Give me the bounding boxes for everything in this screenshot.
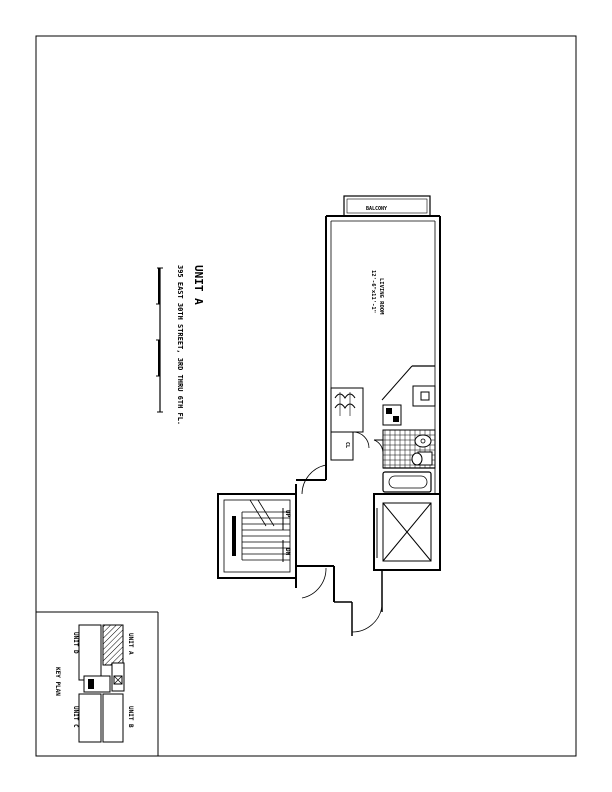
sheet-border [35,35,577,757]
key-plan-core [83,675,111,693]
balcony: BALCONY [343,195,431,217]
closet: CL [330,387,370,461]
key-plan-unit-d-label: UNIT D [72,632,79,654]
living-room-dimensions: 12'-6"x11'-1" [370,270,376,313]
closet-label: CL [344,442,350,448]
balcony-label: BALCONY [366,206,387,212]
title-block: UNIT A 395 EAST 30TH STREET, 3RD THRU 6T… [156,265,205,425]
key-plan-unit-a [102,624,124,666]
corridor [296,464,383,636]
key-plan: UNIT A UNIT B UNIT C UNIT D KEY PLAN [36,611,159,756]
key-plan-unit-b [102,693,124,743]
elevator [373,493,441,571]
unit-address: 395 EAST 30TH STREET, 3RD THRU 6TH FL. [176,265,184,425]
toilet [411,452,423,466]
living-room-label: LIVING ROOM [378,278,384,315]
unit-title: UNIT A [192,265,205,305]
key-plan-unit-a-label: UNIT A [127,633,134,655]
key-plan-unit-b-label: UNIT B [127,706,134,728]
key-plan-unit-c-label: UNIT C [72,706,79,728]
bathroom [373,429,436,493]
stair-up-label: UP [284,510,291,518]
stair-treads [241,499,290,561]
key-plan-unit-d [78,624,102,681]
stair: UP DN [217,484,297,588]
entry-door-swing [351,605,383,633]
key-plan-title: KEY PLAN [54,667,61,696]
stair-down-label: DN [284,548,291,556]
key-plan-unit-c [78,693,102,743]
living-room: LIVING ROOM 12'-6"x11'-1" [370,270,384,315]
scale-bar [156,267,163,413]
kitchen [382,385,436,426]
